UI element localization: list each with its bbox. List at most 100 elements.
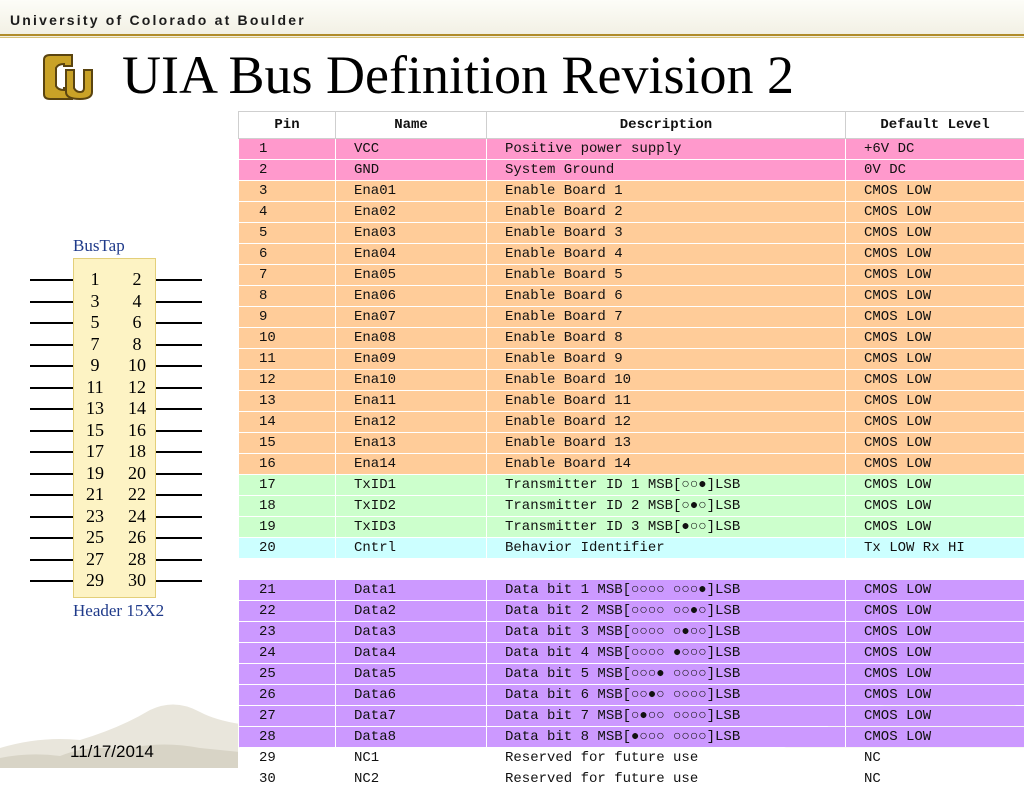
pin-number-right: 12 xyxy=(122,377,152,398)
description-cell: Enable Board 13 xyxy=(487,433,846,454)
description-cell: Reserved for future use xyxy=(487,748,846,769)
pin-cell: 28 xyxy=(239,727,336,748)
default-level-cell: CMOS LOW xyxy=(846,622,1024,643)
pin-lead-right xyxy=(156,516,202,518)
description-cell: Enable Board 9 xyxy=(487,349,846,370)
description-cell: Data bit 3 MSB[○○○○ ○●○○]LSB xyxy=(487,622,846,643)
pin-number-left: 7 xyxy=(80,334,110,355)
pin-cell: 6 xyxy=(239,244,336,265)
default-level-cell: CMOS LOW xyxy=(846,643,1024,664)
default-level-cell: CMOS LOW xyxy=(846,307,1024,328)
pin-cell: 3 xyxy=(239,181,336,202)
pin-number-right: 18 xyxy=(122,441,152,462)
pin-lead-left xyxy=(30,559,73,561)
default-level-cell: CMOS LOW xyxy=(846,349,1024,370)
pin-cell: 29 xyxy=(239,748,336,769)
university-name: University of Colorado at Boulder xyxy=(10,12,306,28)
default-level-cell: CMOS LOW xyxy=(846,685,1024,706)
name-cell: Ena02 xyxy=(336,202,487,223)
description-cell: Behavior Identifier xyxy=(487,538,846,559)
pin-lead-right xyxy=(156,301,202,303)
pin-cell: 7 xyxy=(239,265,336,286)
pin-number-right: 4 xyxy=(122,291,152,312)
pin-cell xyxy=(239,559,336,580)
pin-lead-right xyxy=(156,344,202,346)
default-level-cell: CMOS LOW xyxy=(846,391,1024,412)
default-level-cell: CMOS LOW xyxy=(846,475,1024,496)
pin-lead-left xyxy=(30,494,73,496)
header-diagram-caption: Header 15X2 xyxy=(73,601,164,621)
description-cell: Enable Board 11 xyxy=(487,391,846,412)
pin-lead-right xyxy=(156,537,202,539)
description-cell: Enable Board 12 xyxy=(487,412,846,433)
pin-cell: 19 xyxy=(239,517,336,538)
default-level-cell: CMOS LOW xyxy=(846,454,1024,475)
pin-lead-left xyxy=(30,322,73,324)
pin-cell: 5 xyxy=(239,223,336,244)
pin-lead-right xyxy=(156,451,202,453)
pin-number-right: 14 xyxy=(122,398,152,419)
description-cell: Enable Board 6 xyxy=(487,286,846,307)
description-cell: Enable Board 1 xyxy=(487,181,846,202)
pin-cell: 17 xyxy=(239,475,336,496)
pin-cell: 12 xyxy=(239,370,336,391)
default-level-cell: CMOS LOW xyxy=(846,580,1024,601)
pin-cell: 23 xyxy=(239,622,336,643)
pin-number-left: 27 xyxy=(80,549,110,570)
description-cell: Enable Board 7 xyxy=(487,307,846,328)
name-cell: NC2 xyxy=(336,769,487,790)
pin-number-left: 9 xyxy=(80,355,110,376)
name-cell: Data2 xyxy=(336,601,487,622)
pin-number-left: 25 xyxy=(80,527,110,548)
default-level-cell: CMOS LOW xyxy=(846,370,1024,391)
pin-number-right: 24 xyxy=(122,506,152,527)
description-cell: Enable Board 4 xyxy=(487,244,846,265)
column-header-pin: Pin xyxy=(239,112,336,139)
description-cell: Transmitter ID 2 MSB[○●○]LSB xyxy=(487,496,846,517)
description-cell: Enable Board 3 xyxy=(487,223,846,244)
pin-number-right: 28 xyxy=(122,549,152,570)
pin-cell: 25 xyxy=(239,664,336,685)
default-level-cell: CMOS LOW xyxy=(846,286,1024,307)
pin-number-right: 2 xyxy=(122,269,152,290)
pin-cell: 16 xyxy=(239,454,336,475)
name-cell: Ena06 xyxy=(336,286,487,307)
pin-cell: 11 xyxy=(239,349,336,370)
name-cell: Data3 xyxy=(336,622,487,643)
name-cell: Ena01 xyxy=(336,181,487,202)
footer-date: 11/17/2014 xyxy=(70,742,154,762)
pin-number-left: 1 xyxy=(80,269,110,290)
description-cell: Data bit 6 MSB[○○●○ ○○○○]LSB xyxy=(487,685,846,706)
description-cell: Enable Board 5 xyxy=(487,265,846,286)
name-cell: Data6 xyxy=(336,685,487,706)
pin-lead-left xyxy=(30,279,73,281)
pin-cell: 4 xyxy=(239,202,336,223)
description-cell: Enable Board 2 xyxy=(487,202,846,223)
pin-number-left: 15 xyxy=(80,420,110,441)
description-cell: Enable Board 10 xyxy=(487,370,846,391)
pin-lead-right xyxy=(156,559,202,561)
name-cell: TxID2 xyxy=(336,496,487,517)
pin-lead-right xyxy=(156,279,202,281)
pin-cell: 13 xyxy=(239,391,336,412)
description-cell: System Ground xyxy=(487,160,846,181)
pin-lead-left xyxy=(30,451,73,453)
pin-cell: 9 xyxy=(239,307,336,328)
